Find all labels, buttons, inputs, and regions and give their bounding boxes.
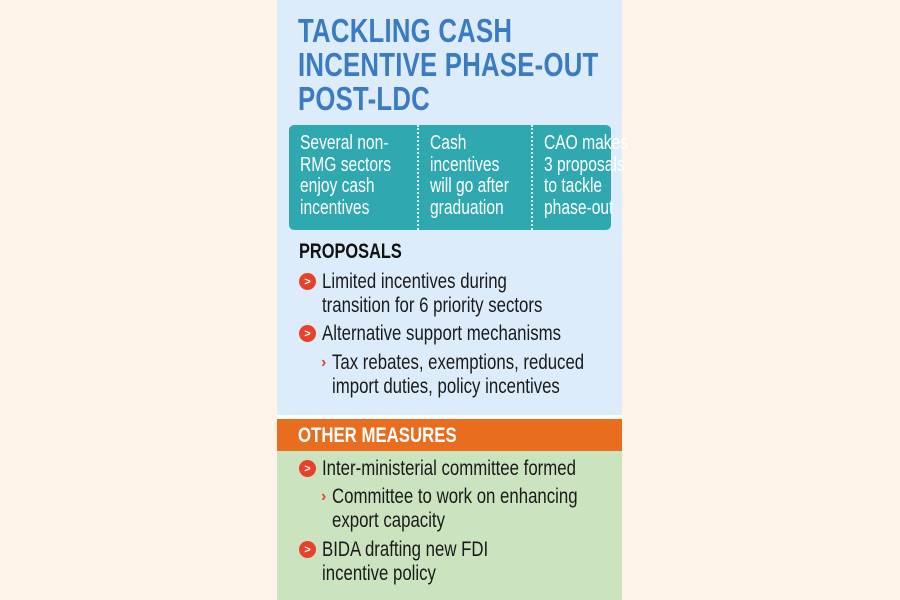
summary-box: Cash incentives will go after graduation [416, 125, 531, 230]
list-item: > Inter-ministerial committee formed [299, 457, 639, 481]
chevron-bullet-icon: > [299, 273, 316, 290]
chevron-right-icon: › [321, 354, 327, 371]
summary-boxes: Several non- RMG sectors enjoy cash ince… [289, 125, 628, 230]
infographic-panel: TACKLING CASH INCENTIVE PHASE-OUT POST-L… [277, 0, 628, 600]
box-line: phase-out [543, 196, 614, 219]
item-text: Inter-ministerial committee formed [322, 457, 576, 480]
proposals-heading: PROPOSALS [299, 240, 402, 263]
sub-item-text: import duties, policy incentives [332, 375, 561, 398]
box-line: incentives [429, 153, 500, 176]
box-line: Several non- [300, 132, 389, 154]
item-text: Alternative support mechanisms [322, 322, 562, 345]
other-measures-heading: OTHER MEASURES [298, 424, 457, 447]
item-text: BIDA drafting new FDI [322, 538, 489, 561]
box-line: CAO makes [543, 132, 628, 154]
item-text: transition for 6 priority sectors [322, 294, 543, 317]
sub-item-text: Tax rebates, exemptions, reduced [332, 351, 585, 374]
chevron-bullet-icon: > [299, 325, 316, 342]
item-text: Limited incentives during [322, 270, 507, 293]
sub-item-text: export capacity [332, 509, 446, 532]
other-measures-section: > Inter-ministerial committee formed › C… [277, 451, 622, 600]
divider [277, 415, 622, 419]
chevron-right-icon: › [321, 488, 327, 505]
box-line: RMG sectors [300, 153, 392, 176]
sub-item-text: Committee to work on enhancing [332, 485, 578, 508]
chevron-bullet-icon: > [299, 541, 316, 558]
box-line: 3 proposals [543, 153, 625, 176]
title-line: POST-LDC [298, 80, 431, 117]
box-line: Cash [429, 132, 467, 154]
title-line: INCENTIVE PHASE-OUT [298, 46, 599, 83]
summary-box: Several non- RMG sectors enjoy cash ince… [289, 125, 417, 230]
item-text: incentive policy [322, 562, 436, 585]
infographic-title: TACKLING CASH INCENTIVE PHASE-OUT POST-L… [298, 14, 598, 116]
box-line: incentives [300, 196, 370, 219]
title-line: TACKLING CASH [298, 12, 513, 49]
box-line: to tackle [543, 175, 602, 197]
other-measures-header: OTHER MEASURES [277, 419, 622, 451]
summary-box: CAO makes 3 proposals to tackle phase-ou… [530, 125, 652, 230]
chevron-bullet-icon: > [299, 460, 316, 477]
box-line: enjoy cash [300, 175, 375, 197]
list-item: > Alternative support mechanisms [299, 322, 621, 346]
box-line: graduation [429, 196, 504, 219]
box-line: will go after [429, 175, 509, 197]
